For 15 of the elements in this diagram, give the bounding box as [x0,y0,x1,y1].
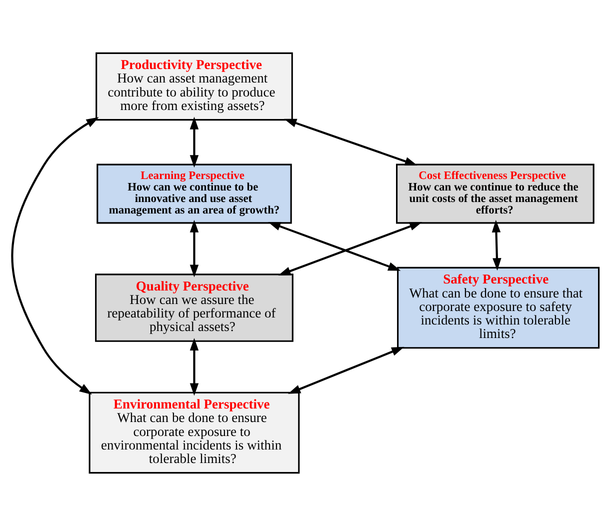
arrow [288,346,404,394]
arrow [190,220,199,278]
node-box: Cost Effectiveness Perspective How can we continue to reduce the unit costs of the asset management efforts? [396,164,594,224]
arrow [284,118,418,166]
node-box: Learning Perspective How can we continue to be innovative and use asset management as an area of growth? [96,164,292,224]
arrow [11,117,99,395]
node-box: Quality Perspective How can we assure the repeatability of performance of physical assets? [95,274,294,342]
node-box: Productivity Perspective How can asset management contribute to ability to produce more from existing assets? [96,52,293,121]
arrow [278,222,422,276]
node-box: Safety Perspective What can be done to ensure that corporate exposure to safety incidents is within tolerable limits? [397,266,600,349]
arrow [190,338,199,396]
node-box: Environmental Perspective What can be done to ensure corporate exposure to environmental incidents is within tolerable limits? [88,392,300,474]
arrow [492,220,502,271]
arrow [268,222,401,271]
arrow [190,116,199,168]
